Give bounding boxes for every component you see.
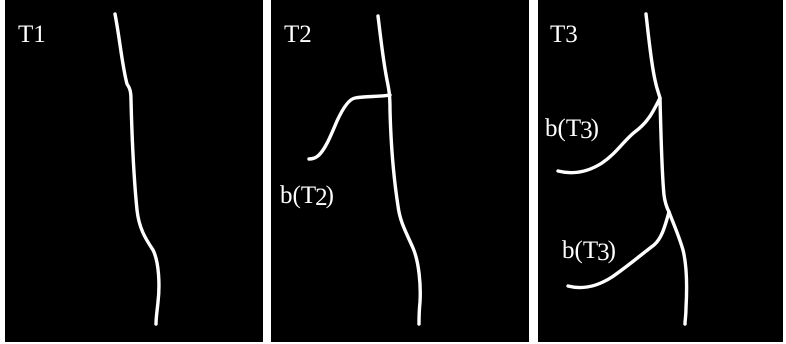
panel-t3-drawing [538, 0, 783, 342]
main-stem [378, 16, 420, 324]
branch-label: b(T2) [280, 183, 334, 208]
branch-label-prefix: b(T [280, 182, 316, 209]
main-stem [115, 14, 159, 324]
panel-title: T1 [18, 22, 46, 47]
branch-label-subscript: 2 [315, 184, 328, 211]
panel-t3: T3 b(T3) b(T3) [538, 0, 783, 342]
branch-label-subscript: 3 [580, 117, 593, 144]
panel-t2: T2 b(T2) [271, 0, 529, 342]
panel-t1-drawing [5, 0, 263, 342]
branch-label-prefix: b(T [545, 115, 581, 142]
panel-t1: T1 [5, 0, 263, 342]
panel-title: T3 [550, 22, 578, 47]
branch-label-lower: b(T3) [562, 238, 616, 263]
branch-label-prefix: b(T [562, 237, 598, 264]
panel-title: T2 [284, 22, 312, 47]
branch [309, 95, 390, 159]
main-stem-lower [669, 212, 687, 324]
branch-label-subscript: 3 [597, 239, 610, 266]
branch-label-upper: b(T3) [545, 116, 599, 141]
main-stem-upper [646, 14, 669, 212]
panel-t2-drawing [271, 0, 529, 342]
